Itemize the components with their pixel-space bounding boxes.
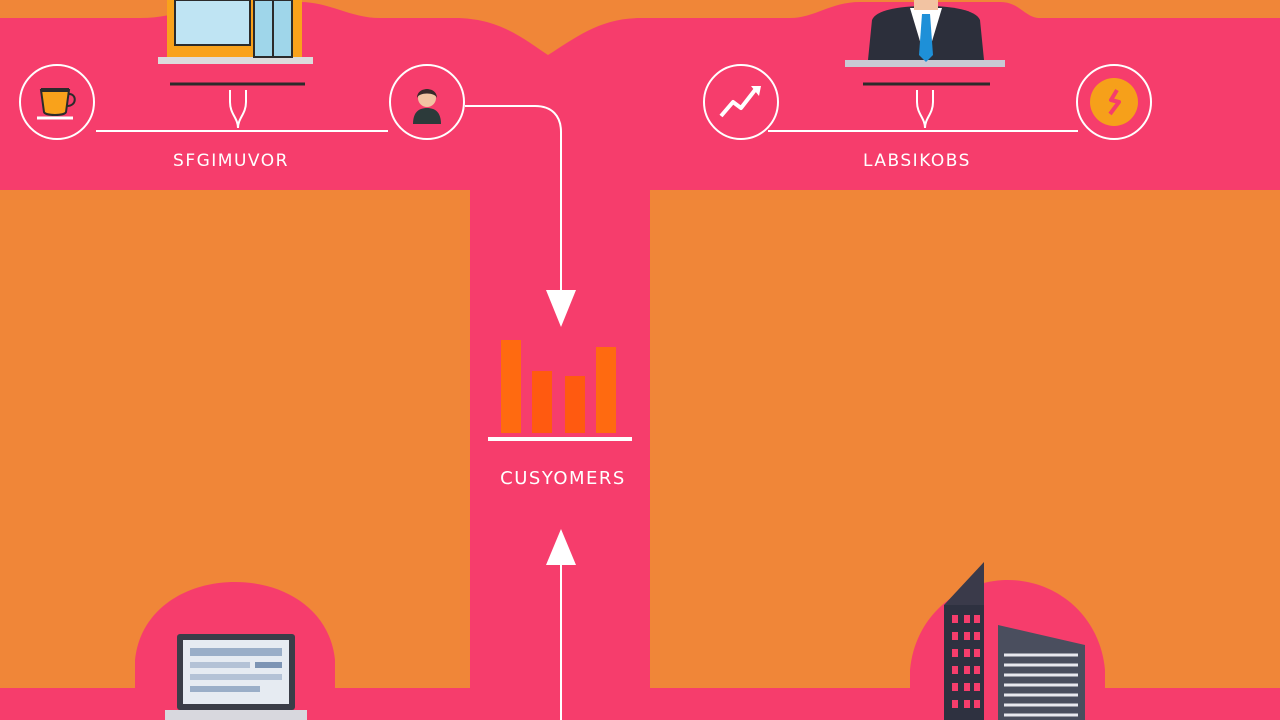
left-group-label: SFGIMUVOR	[173, 151, 289, 171]
left-connectors	[96, 82, 388, 132]
laptop-icon	[165, 634, 307, 720]
right-group-label: LABSIKOBS	[863, 151, 971, 171]
customers-label: CUSYOMERS	[500, 468, 626, 489]
flow-arrow-down	[465, 105, 576, 327]
coffee-node	[19, 64, 95, 140]
coin-icon	[1090, 78, 1138, 126]
trend-chart-icon	[719, 86, 761, 118]
trend-node	[703, 64, 779, 140]
person-icon	[413, 89, 441, 124]
coffee-cup-icon	[37, 88, 76, 120]
bar-chart-icon	[488, 340, 632, 441]
right-connectors	[768, 82, 1078, 132]
storefront-icon	[158, 0, 313, 64]
businessman-icon	[845, 0, 1005, 67]
coin-node	[1076, 64, 1152, 140]
flow-arrow-up	[546, 529, 576, 720]
person-node	[389, 64, 465, 140]
office-buildings-icon	[944, 562, 1085, 720]
